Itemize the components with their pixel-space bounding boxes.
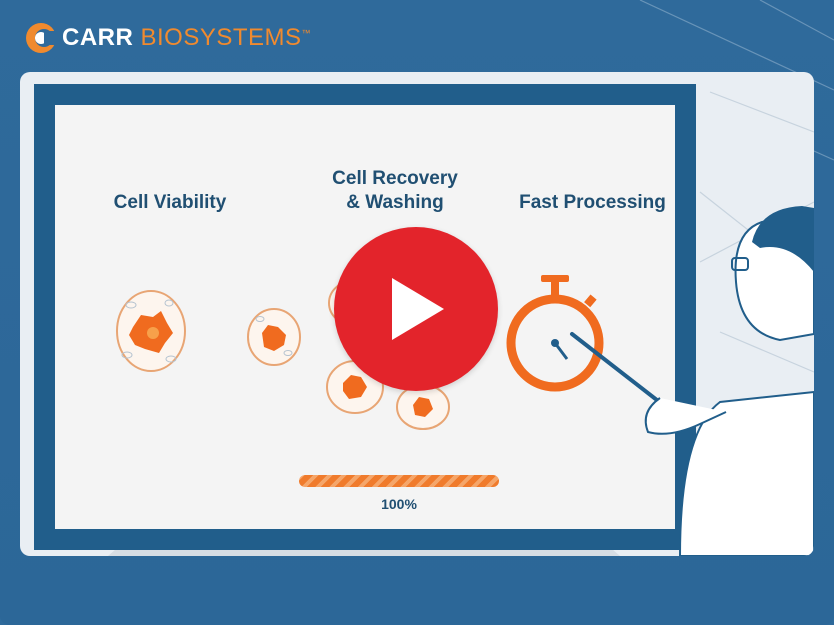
- heading-cell-recovery-washing: Cell Recovery & Washing: [332, 168, 458, 213]
- trademark-mark: ™: [301, 28, 312, 38]
- bottom-bar: [0, 604, 834, 625]
- carr-biosystems-logo: CARR BIOSYSTEMS™: [24, 20, 311, 56]
- play-icon: [392, 278, 444, 340]
- progress-bar: [299, 475, 499, 487]
- stopwatch-icon: [506, 275, 604, 392]
- carr-logo-icon: [26, 23, 58, 53]
- progress-label: 100%: [381, 496, 417, 512]
- logo-text-biosystems: BIOSYSTEMS: [140, 24, 302, 51]
- play-button[interactable]: [334, 227, 498, 391]
- heading-fast-processing: Fast Processing: [519, 192, 666, 213]
- heading-cell-viability: Cell Viability: [113, 192, 227, 213]
- presenter-illustration: [570, 206, 814, 556]
- cell-illustration: [116, 290, 186, 372]
- progress-bar-fill: [299, 475, 499, 487]
- logo-text-carr: CARR: [62, 24, 134, 51]
